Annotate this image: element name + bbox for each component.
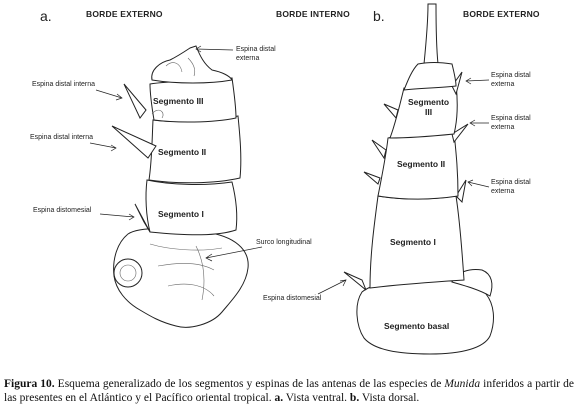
panel-b-label-segment-3b: III (425, 107, 432, 117)
annotation-b-distomesial: Espina distomesial (263, 295, 322, 302)
panel-b-label-segment-1: Segmento I (390, 237, 436, 247)
annotation-b-ede3-line2: externa (491, 188, 514, 195)
panel-b-label-segment-basal: Segmento basal (384, 321, 449, 331)
panel-b-header: BORDE EXTERNO (463, 9, 540, 19)
panel-a-label-segment-2: Segmento II (158, 147, 206, 157)
panel-b-top-cap (403, 62, 457, 91)
annotation-a-ede-line1: Espina distal (236, 46, 276, 53)
caption-a-label: a. (274, 392, 284, 404)
caption-genus: Munida (444, 378, 481, 390)
annotation-a-ede-line2: externa (236, 55, 259, 62)
panel-b-distal-external-spine-3 (455, 179, 467, 204)
panel-b-label-segment-3a: Segmento (408, 97, 449, 107)
antenna-diagram: a. BORDE EXTERNO BORDE INTERNO Espina di… (30, 3, 540, 355)
annotation-a-edi-2: Espina distal interna (30, 134, 93, 141)
annotation-a-distomesial: Espina distomesial (33, 207, 92, 214)
panel-a-label-segment-1: Segmento I (158, 209, 204, 219)
annotation-a-edi-1: Espina distal interna (32, 81, 95, 88)
annotation-b-ede1-line1: Espina distal (491, 72, 531, 79)
panel-a-distomesial-spine (134, 203, 151, 233)
panel-b-distomesial-spine (343, 271, 367, 291)
panel-a-letter: a. (40, 8, 52, 24)
figure: a. BORDE EXTERNO BORDE INTERNO Espina di… (30, 3, 540, 355)
panel-a-segment-1 (145, 179, 238, 236)
figure-caption: Figura 10. Esquema generalizado de los s… (4, 377, 574, 405)
annotation-a-surco: Surco longitudinal (256, 239, 312, 246)
panel-b-basal-segment (356, 279, 494, 355)
panel-a-distal-internal-spine-1 (123, 83, 147, 119)
caption-text-2: inferidos a partir de las presentes en e… (4, 378, 574, 404)
annotation-b-ede2-line2: externa (491, 124, 514, 131)
panel-a-basal-knob (113, 258, 143, 288)
caption-label: Figura 10. (4, 378, 55, 390)
caption-a-text: Vista ventral. (283, 392, 350, 404)
caption-b-text: Vista dorsal. (359, 392, 420, 404)
panel-b-letter: b. (373, 8, 385, 24)
panel-a-header-right: BORDE INTERNO (276, 9, 350, 19)
panel-b-segment-3 (389, 83, 458, 139)
panel-b-flagellum (423, 3, 439, 65)
caption-text-1: Esquema generalizado de los segmentos y … (54, 378, 445, 390)
panel-a-top-cap (151, 45, 233, 84)
panel-a-header-left: BORDE EXTERNO (86, 9, 163, 19)
annotation-b-ede3-line1: Espina distal (491, 179, 531, 186)
panel-a-label-segment-3: Segmento III (153, 96, 204, 106)
panel-b-distal-external-spine-1 (451, 71, 463, 96)
panel-b-label-segment-2: Segmento II (397, 159, 445, 169)
annotation-b-ede1-line2: externa (491, 81, 514, 88)
annotation-b-ede2-line1: Espina distal (491, 115, 531, 122)
caption-b-label: b. (349, 392, 360, 404)
panel-b-distal-external-spine-2 (451, 123, 469, 144)
panel-a-distal-internal-spine-2 (111, 125, 157, 159)
